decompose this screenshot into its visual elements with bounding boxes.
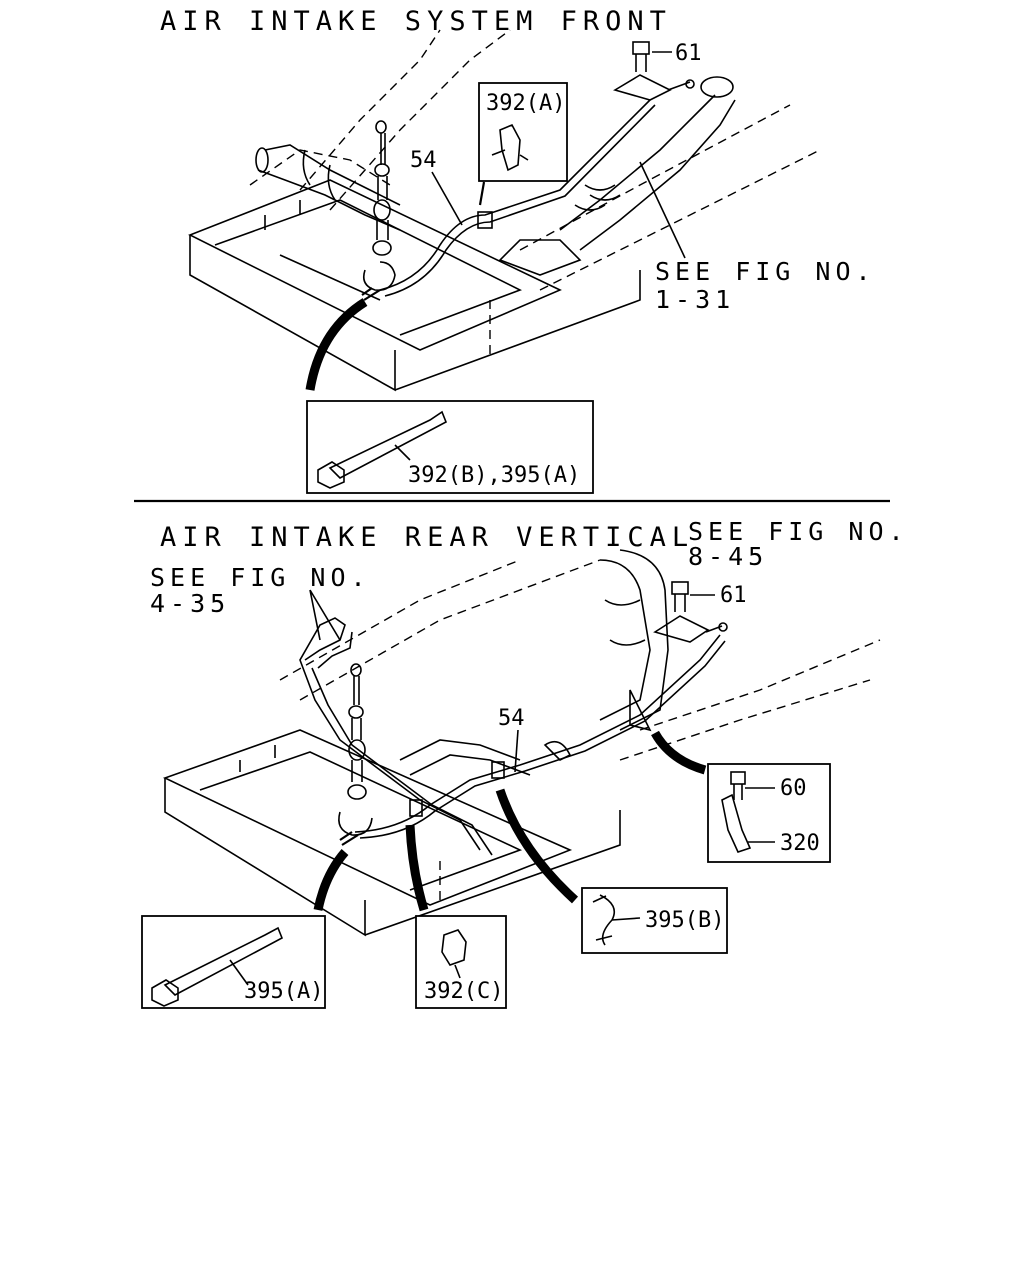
- bottom-bolt-61: 61: [653, 581, 747, 643]
- bottom-callout-54: 54: [498, 706, 525, 731]
- top-callout-54: 54: [410, 148, 437, 173]
- bottom-clip-c-leader: [405, 824, 429, 912]
- bottom-callout-61: 61: [720, 583, 747, 608]
- bottom-callout-320: 320: [780, 831, 820, 856]
- top-callout-392a: 392(A): [486, 91, 565, 116]
- bottom-hose-54: [354, 634, 726, 839]
- bottom-clip-392c-detail: 392(C): [415, 915, 507, 1009]
- bottom-callout-395a: 395(A): [244, 979, 323, 1004]
- bottom-see-fig-1-value: 8-45: [688, 542, 768, 571]
- bottom-callout-395b: 395(B): [645, 908, 724, 933]
- top-hose-54: [379, 99, 656, 297]
- bottom-see-fig-1-label: SEE FIG NO.: [688, 517, 909, 546]
- top-right-pipe: [498, 76, 736, 276]
- top-block: [188, 179, 641, 392]
- top-body-outline: [249, 29, 821, 360]
- bottom-callout-60: 60: [780, 776, 807, 801]
- bottom-vent-pipe: [338, 663, 373, 846]
- top-clip-392a-detail: 392(A): [478, 82, 568, 206]
- bottom-bracket-detail: 60 320: [707, 763, 831, 863]
- top-band-detail: 392(B),395(A): [306, 400, 594, 494]
- bottom-left-tubes: [299, 617, 531, 856]
- top-callout-61: 61: [675, 41, 702, 66]
- top-see-fig-value: 1-31: [655, 285, 735, 314]
- bottom-body-outline: [279, 559, 881, 900]
- bottom-clip-395b-detail: 395(B): [581, 887, 728, 954]
- bottom-bracket-leader: [651, 730, 707, 775]
- top-bolt-61: 61: [613, 41, 702, 101]
- bottom-see-fig-2-value: 4-35: [150, 589, 230, 618]
- top-vent-pipe: [361, 120, 396, 301]
- bottom-callout-392c: 392(C): [424, 979, 503, 1004]
- top-see-fig-label: SEE FIG NO.: [655, 257, 876, 286]
- top-callout-band: 392(B),395(A): [408, 463, 580, 488]
- bottom-clip-b-leader: [495, 788, 579, 904]
- bottom-band-leader: [313, 849, 349, 911]
- top-section: AIR INTAKE SYSTEM FRONT: [160, 6, 876, 494]
- bottom-title: AIR INTAKE REAR VERTICAL: [160, 522, 694, 553]
- top-title: AIR INTAKE SYSTEM FRONT: [160, 6, 672, 37]
- bottom-section: AIR INTAKE REAR VERTICAL SEE FIG NO. 8-4…: [141, 517, 909, 1009]
- bottom-band-detail: 395(A): [141, 915, 326, 1009]
- bottom-see-fig-2-label: SEE FIG NO.: [150, 563, 371, 592]
- bottom-right-tubes: [599, 549, 669, 731]
- top-band-leader: [305, 298, 368, 391]
